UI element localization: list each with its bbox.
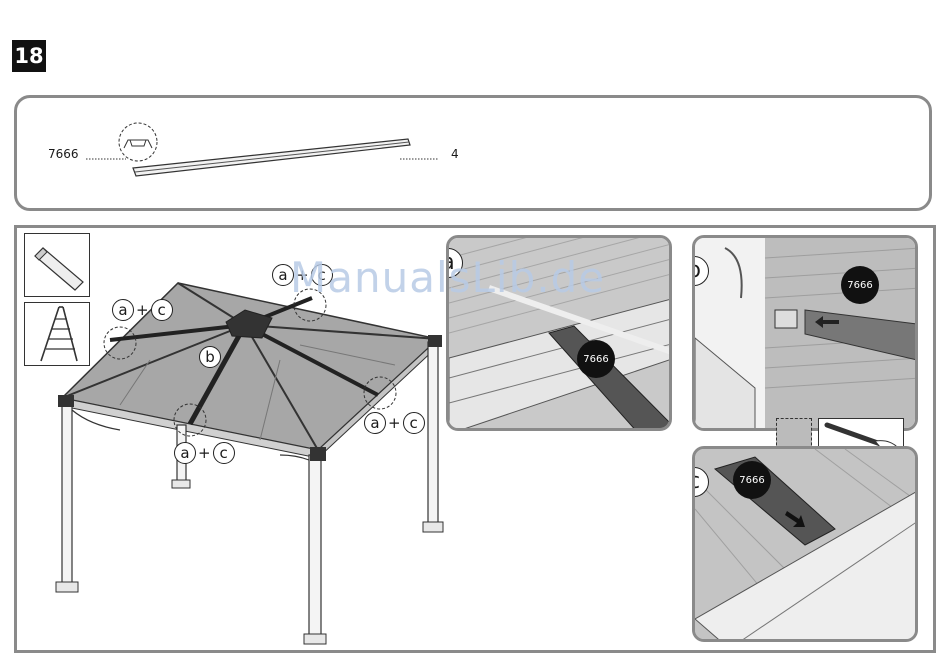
callout-c: c [151,299,173,321]
callout-left: a + c [112,299,173,321]
detail-b-part-tag: 7666 [841,266,879,304]
detail-c: c 7666 [692,446,918,642]
foot-front-right [304,634,326,644]
foot-back-right [423,522,443,532]
post-front-left [62,403,72,586]
callout-right: a + c [364,412,425,434]
post-front-right [309,455,321,641]
post-back-right [428,342,438,527]
detail-b: b 7666 [692,235,918,431]
callout-a: a [174,442,196,464]
callout-b: b [199,346,221,368]
callout-rib: b [199,346,221,368]
callout-a: a [112,299,134,321]
callout-bottom: a + c [174,442,235,464]
watermark: ManualsLib.de [290,253,605,302]
detail-c-part-tag: 7666 [733,461,771,499]
callout-c: c [403,412,425,434]
callout-a: a [364,412,386,434]
detail-b-drawing [695,238,918,431]
detail-a-part-tag: 7666 [577,340,615,378]
detail-c-drawing [695,449,918,642]
foot-front-left [56,582,78,592]
foot-back-left [172,480,190,488]
callout-c: c [213,442,235,464]
